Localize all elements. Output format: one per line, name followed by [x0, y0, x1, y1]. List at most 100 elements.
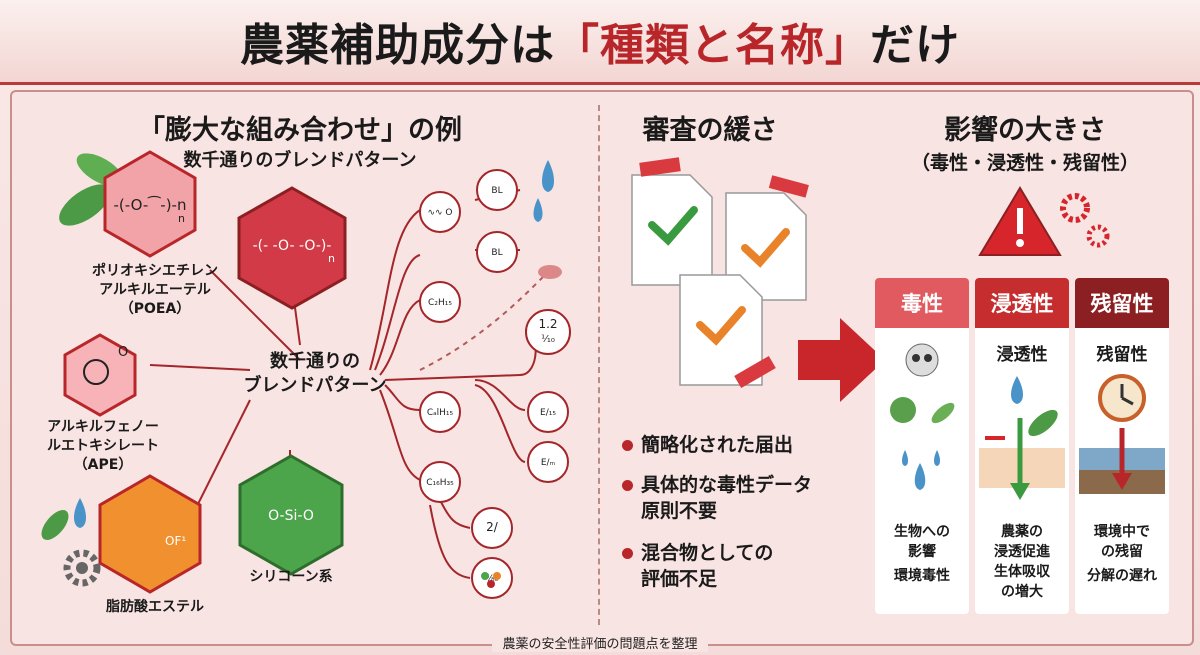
desc-line: 生物への [894, 524, 950, 540]
poea-formula: -(-O-⁀-)-n [114, 194, 187, 214]
footer-text: 農薬の安全性評価の問題点を整理 [492, 637, 708, 652]
branch-6 [379, 389, 421, 481]
branch-label: E/₁₅ [540, 408, 556, 418]
gear-icon-core [76, 562, 88, 574]
card-toxicity-icons [890, 343, 955, 490]
poea-hexagon [103, 150, 197, 258]
desc-line: 浸透促進 [994, 544, 1050, 560]
pellet-icon [487, 580, 495, 588]
skull-eye [924, 354, 932, 362]
microbe-icon [931, 402, 955, 424]
water-drop-icon [902, 450, 908, 466]
branch-node [527, 441, 569, 483]
center-label-line-2: ブレンドパターン [243, 375, 387, 396]
center-label-line-1: 数千通りの [270, 351, 360, 372]
card-header: 残留性 [1075, 278, 1169, 328]
component-line: ルエトキシレート [47, 438, 159, 454]
branch-label: BL [491, 248, 502, 258]
component-poea: ポリオキシエチレン アルキルエーテル （POEA） [75, 262, 235, 319]
leaf-icon [1028, 409, 1058, 437]
card-penetration-icons [979, 376, 1065, 500]
branch-node [525, 309, 571, 355]
bullet-text: 簡略化された届出 [641, 434, 794, 456]
branch-node [476, 169, 518, 211]
branch-1 [369, 209, 421, 371]
arrow-down-head [1010, 483, 1030, 500]
ape-hexagon [63, 333, 137, 417]
pellet-icon [481, 572, 489, 580]
branch-10 [429, 504, 471, 579]
left-heading: 「膨大な組み合わせ」の例 [138, 115, 462, 146]
bullet-item: 簡略化された届出 [622, 432, 793, 458]
card-persistence-icons [1079, 374, 1165, 494]
desc-line: 生体吸収 [994, 564, 1050, 580]
title-pre: 農薬補助成分は [240, 20, 555, 71]
silicone-formula: O-Si-O [268, 508, 314, 524]
water-drop-icon [1011, 376, 1023, 404]
card-sub: 浸透性 [996, 345, 1048, 365]
bullet-dot [622, 440, 633, 451]
arrow-down-head [1112, 473, 1132, 490]
branch-label: C₂H₁₅ [428, 298, 452, 308]
component-line: 脂肪酸エステル [106, 599, 204, 615]
card-toxicity: 毒性 生物への 影響 環境毒性 [875, 278, 969, 614]
desc-line: の増大 [1001, 584, 1043, 600]
desc-line: 分解の遅れ [1087, 568, 1157, 584]
leaf-icon [59, 184, 111, 226]
card-desc: 農薬の 浸透促進 生体吸収 の増大 [975, 522, 1069, 602]
bullet-text: 原則不要 [641, 500, 718, 522]
page-title: 農薬補助成分は「種類と名称」だけ [240, 9, 960, 73]
desc-line: の残留 [1101, 544, 1143, 560]
bullet-item: 混合物としての 評価不足 [622, 540, 773, 592]
branch-node [471, 507, 513, 549]
branch-node [419, 191, 461, 233]
component-line: アルキルエーテル [99, 282, 211, 298]
branch-label: BL [491, 186, 502, 196]
card-desc: 生物への 影響 環境毒性 [875, 522, 969, 586]
branch-4 [384, 329, 537, 381]
center-blend-label: 数千通りの ブレンドパターン [240, 350, 390, 398]
card-header: 浸透性 [975, 278, 1069, 328]
title-bar: 農薬補助成分は「種類と名称」だけ [0, 0, 1200, 85]
branch-node [471, 557, 513, 599]
component-line: （POEA） [119, 301, 191, 317]
branch-3 [379, 299, 421, 376]
card-persistence: 残留性 残留性 環境中で の残留 分解の遅れ [1075, 278, 1169, 614]
bullet-text: 混合物としての [641, 542, 774, 564]
branch-label: C₁₆H₃₅ [426, 478, 454, 488]
footer: 農薬の安全性評価の問題点を整理 [0, 633, 1200, 655]
branch-node [476, 231, 518, 273]
branch-node [527, 391, 569, 433]
right-heading: 影響の大きさ [944, 115, 1106, 146]
poea-subscript: n [178, 212, 185, 225]
title-accent: 「種類と名称」 [555, 20, 870, 71]
link-ape [149, 364, 251, 371]
bullet-item: 具体的な毒性データ 原則不要 [622, 472, 812, 524]
branch-5 [384, 384, 421, 411]
card-sub: 残留性 [1096, 345, 1148, 365]
dashed-link [419, 274, 546, 371]
branch-label: 1.2 [538, 317, 557, 331]
branch-label: ³⁄₈₆ [486, 574, 499, 584]
branch-node [419, 461, 461, 503]
bullet-dot [622, 480, 633, 491]
water-drop-icon [533, 198, 543, 222]
component-line: ポリオキシエチレン [92, 263, 218, 279]
branch-9 [439, 499, 471, 529]
component-ape: アルキルフェノー ルエトキシレート （APE） [28, 418, 178, 475]
top-formula: -(- -O- -O-)- [253, 238, 332, 254]
link-ester [189, 399, 251, 521]
card-desc: 環境中で の残留 分解の遅れ [1075, 522, 1169, 586]
component-line: アルキルフェノー [47, 419, 159, 435]
right-subheading: （毒性・浸透性・残留性） [910, 152, 1139, 174]
skull-eye [912, 354, 920, 362]
desc-line: 環境毒性 [894, 568, 950, 584]
component-ester: 脂肪酸エステル [80, 598, 230, 617]
bullet-text: 評価不足 [641, 568, 718, 590]
bullet-text: 具体的な毒性データ [641, 474, 813, 496]
water-drop-icon [934, 450, 940, 466]
water-drop-icon [74, 498, 86, 528]
top-subscript: n [328, 252, 335, 265]
